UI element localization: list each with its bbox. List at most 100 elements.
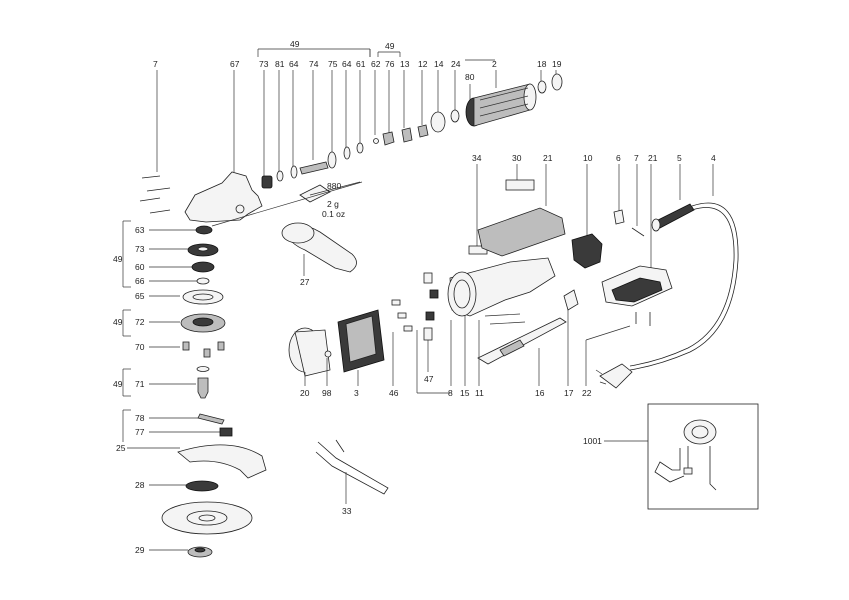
bearing-81: [276, 170, 284, 182]
label-62: 62: [371, 59, 381, 69]
brush-holders-47: [423, 272, 439, 341]
label-49-top: 49: [290, 39, 300, 49]
label-14: 14: [434, 59, 444, 69]
label-15: 15: [460, 388, 470, 398]
part-12: [417, 124, 429, 138]
label-98: 98: [322, 388, 332, 398]
label-64a: 64: [289, 59, 299, 69]
label-11: 11: [475, 388, 484, 398]
label-28: 28: [135, 480, 145, 490]
switch-10: [571, 233, 603, 269]
label-34: 34: [472, 153, 482, 163]
label-63: 63: [135, 225, 145, 235]
bracket-49-top: [257, 48, 495, 61]
pin-spanner-33: [315, 439, 389, 495]
label-47: 47: [424, 374, 434, 384]
bearing-19: [551, 73, 563, 91]
leaders-left: [127, 229, 222, 551]
bearing-18: [537, 80, 547, 94]
label-66: 66: [135, 276, 145, 286]
label-67: 67: [230, 59, 240, 69]
screw-7b: [631, 227, 645, 237]
pin-78: [197, 413, 225, 425]
label-65: 65: [135, 291, 145, 301]
label-33: 33: [342, 506, 352, 516]
label-7b: 7: [634, 153, 639, 163]
label-80: 80: [465, 72, 475, 82]
wiring-inset-1001: [647, 403, 759, 510]
label-75: 75: [328, 59, 338, 69]
leaders-right: [476, 164, 714, 272]
label-71: 71: [135, 379, 145, 389]
screw-98: [324, 350, 332, 358]
label-49-left: 49: [113, 254, 123, 264]
label-30: 30: [512, 153, 522, 163]
bracket-49-left: [122, 220, 131, 442]
spring-77: [219, 427, 233, 437]
label-21a: 21: [543, 153, 553, 163]
label-17: 17: [564, 388, 574, 398]
label-60: 60: [135, 262, 145, 272]
label-1001: 1001: [583, 436, 602, 446]
rod-15a: [484, 313, 521, 317]
label-2g: 2 g: [327, 199, 339, 209]
screws-22: [635, 312, 651, 326]
label-61: 61: [356, 59, 366, 69]
screws-70: [182, 341, 225, 358]
gear-head-housing: [184, 171, 263, 223]
label-10: 10: [583, 153, 593, 163]
label-46: 46: [389, 388, 399, 398]
sticker-30: [505, 179, 535, 191]
screws-7: [139, 175, 171, 214]
fan-guide-20: [288, 327, 331, 377]
label-29: 29: [135, 545, 145, 555]
part-76: [382, 131, 395, 146]
label-78: 78: [135, 413, 145, 423]
label-3: 3: [354, 388, 359, 398]
bearing-63: [195, 225, 213, 235]
label-4: 4: [711, 153, 716, 163]
label-21b: 21: [648, 153, 658, 163]
leaders-top: [156, 70, 557, 178]
label-74: 74: [309, 59, 319, 69]
brushes-46: [391, 299, 413, 332]
label-22: 22: [582, 388, 592, 398]
washer-24: [450, 109, 460, 123]
flange-28: [185, 480, 219, 492]
label-6: 6: [616, 153, 621, 163]
label-72: 72: [135, 317, 145, 327]
spindle-71: [197, 377, 209, 399]
bearing-75: [327, 151, 337, 169]
label-20: 20: [300, 388, 310, 398]
label-7: 7: [153, 59, 158, 69]
label-49-top-2: 49: [385, 41, 395, 51]
label-81: 81: [275, 59, 285, 69]
armature-2: [465, 83, 537, 127]
motor-housing-11: [447, 257, 556, 317]
label-01oz: 0.1 oz: [322, 209, 345, 219]
label-5: 5: [677, 153, 682, 163]
side-handle-27: [281, 222, 357, 273]
label-18: 18: [537, 59, 547, 69]
rod-15b: [489, 321, 526, 325]
cover-21: [477, 207, 566, 257]
label-8: 8: [448, 388, 453, 398]
label-2: 2: [492, 59, 497, 69]
label-64b: 64: [342, 59, 352, 69]
pinion-gear: [261, 175, 273, 189]
label-25: 25: [116, 443, 126, 453]
label-880: 880: [327, 181, 341, 191]
label-19: 19: [552, 59, 562, 69]
part-6: [613, 209, 625, 225]
bearing-60: [191, 261, 215, 273]
part-13: [401, 127, 413, 143]
stator-3: [337, 309, 385, 373]
part-62: [373, 138, 379, 144]
part-17: [563, 289, 579, 311]
switch-bar-16: [477, 317, 567, 365]
label-13: 13: [400, 59, 410, 69]
ring-61: [356, 142, 364, 154]
label-77: 77: [135, 427, 145, 437]
label-73: 73: [259, 59, 269, 69]
